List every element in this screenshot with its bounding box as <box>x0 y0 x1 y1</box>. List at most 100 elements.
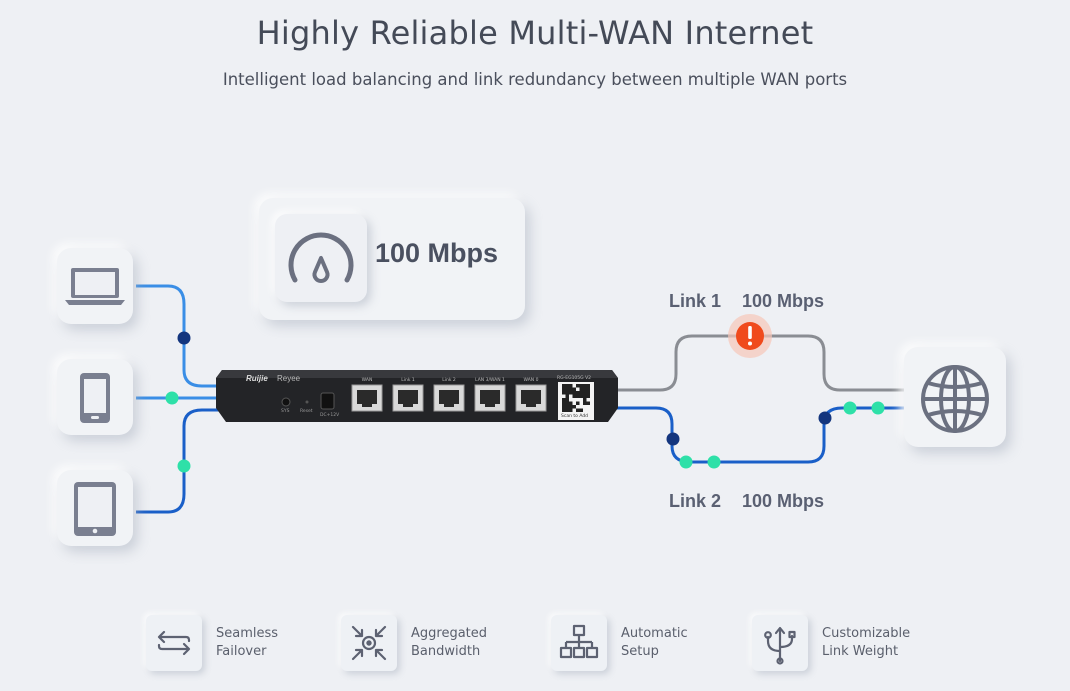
qr-cell <box>562 398 566 402</box>
router-port-label: LAN 3/WAN 1 <box>475 377 505 383</box>
router-port-label: WAN <box>362 377 373 383</box>
qr-cell <box>579 408 583 412</box>
qr-cell <box>583 384 587 388</box>
router-qr-caption: Scan to Add <box>561 413 588 419</box>
qr-cell <box>565 384 569 388</box>
link1-speed: 100 Mbps <box>742 291 825 311</box>
router-port-label: Link 2 <box>442 377 456 383</box>
node-link2-d <box>818 411 832 425</box>
link1-name: Link 1 <box>669 291 722 311</box>
qr-cell <box>583 394 587 398</box>
qr-cell <box>565 408 569 412</box>
laptop-card <box>57 248 133 324</box>
failover-icon <box>157 630 191 656</box>
node-link2-f <box>871 401 885 415</box>
router-power-label: DC+12V <box>320 412 340 418</box>
speedometer-icon <box>288 232 354 283</box>
feature-icon-box <box>341 615 397 671</box>
node-laptop <box>177 331 191 345</box>
router-body: Ruijie Reyee SYS Reset DC+12V WAN Link 1 L… <box>216 370 618 422</box>
qr-cell <box>562 405 566 409</box>
qr-cell <box>569 401 573 405</box>
qr-cell <box>576 384 580 388</box>
qr-cell <box>565 405 569 409</box>
link2-speed: 100 Mbps <box>742 491 825 511</box>
qr-cell <box>576 394 580 398</box>
qr-cell <box>569 391 573 395</box>
link2-line <box>612 406 910 464</box>
qr-cell <box>572 391 576 395</box>
router-port-jack <box>521 390 541 407</box>
page-title: Highly Reliable Multi-WAN Internet <box>256 14 814 52</box>
feature-label-line2: Setup <box>621 644 659 659</box>
speed-value: 100 Mbps <box>375 238 499 268</box>
qr-cell <box>569 405 573 409</box>
router-sub-brand: Reyee <box>277 374 301 383</box>
qr-cell <box>562 391 566 395</box>
speed-card: 100 Mbps <box>259 198 525 320</box>
smartphone-card <box>57 359 133 435</box>
setup-icon <box>559 624 599 659</box>
qr-cell <box>569 387 573 391</box>
node-tablet <box>177 459 191 473</box>
feature-label-line1: Seamless <box>216 626 279 641</box>
smartphone-icon <box>80 373 110 423</box>
tablet-icon <box>74 482 116 536</box>
qr-cell <box>565 401 569 405</box>
qr-cell <box>569 408 573 412</box>
qr-cell <box>572 394 576 398</box>
qr-cell <box>586 401 590 405</box>
router-port-label: Link 1 <box>401 377 415 383</box>
laptop-icon <box>65 268 125 305</box>
qr-cell <box>562 384 566 388</box>
node-link2-b <box>679 455 693 469</box>
qr-cell <box>576 401 580 405</box>
feature-icon-box <box>146 615 202 671</box>
qr-cell <box>579 394 583 398</box>
qr-cell <box>586 391 590 395</box>
tablet-line <box>136 408 222 514</box>
link-weight-icon <box>764 626 796 665</box>
node-link2-a <box>666 432 680 446</box>
qr-cell <box>565 387 569 391</box>
tablet-card <box>57 470 133 546</box>
feature-label-line1: Aggregated <box>411 626 488 641</box>
qr-cell <box>586 394 590 398</box>
qr-cell <box>569 384 573 388</box>
node-link2-c <box>707 455 721 469</box>
page-subtitle: Intelligent load balancing and link redu… <box>222 70 848 89</box>
feature-icon-box <box>551 615 607 671</box>
qr-cell <box>583 391 587 395</box>
feature-label-line2: Bandwidth <box>411 644 481 659</box>
qr-cell <box>572 387 576 391</box>
router-sys-label: SYS <box>281 408 290 414</box>
globe-icon <box>921 365 989 433</box>
node-link2-e <box>843 401 857 415</box>
feature-label-line1: Customizable <box>822 626 911 641</box>
qr-cell <box>572 405 576 409</box>
router-port-jack <box>357 390 377 407</box>
router-reset-label: Reset <box>300 408 313 414</box>
qr-cell <box>576 391 580 395</box>
router-port-jack <box>398 390 418 407</box>
feature-label-line2: Link Weight <box>822 644 899 659</box>
router-brand: Ruijie <box>246 374 268 383</box>
qr-cell <box>565 394 569 398</box>
feature-icon-box <box>752 615 808 671</box>
qr-cell <box>583 401 587 405</box>
qr-cell <box>565 391 569 395</box>
qr-cell <box>565 398 569 402</box>
qr-cell <box>579 387 583 391</box>
feature-label-line1: Automatic <box>621 626 688 641</box>
qr-cell <box>583 387 587 391</box>
qr-cell <box>586 384 590 388</box>
router-model: RG-EG105G V2 <box>557 375 591 381</box>
qr-cell <box>562 401 566 405</box>
speed-icon-box <box>275 214 367 302</box>
qr-cell <box>579 384 583 388</box>
router-device: Ruijie Reyee SYS Reset DC+12V WAN Link 1 L… <box>216 368 618 426</box>
feature-label-line2: Failover <box>216 644 267 659</box>
qr-cell <box>583 398 587 402</box>
qr-cell <box>576 408 580 412</box>
internet-card <box>904 347 1006 447</box>
